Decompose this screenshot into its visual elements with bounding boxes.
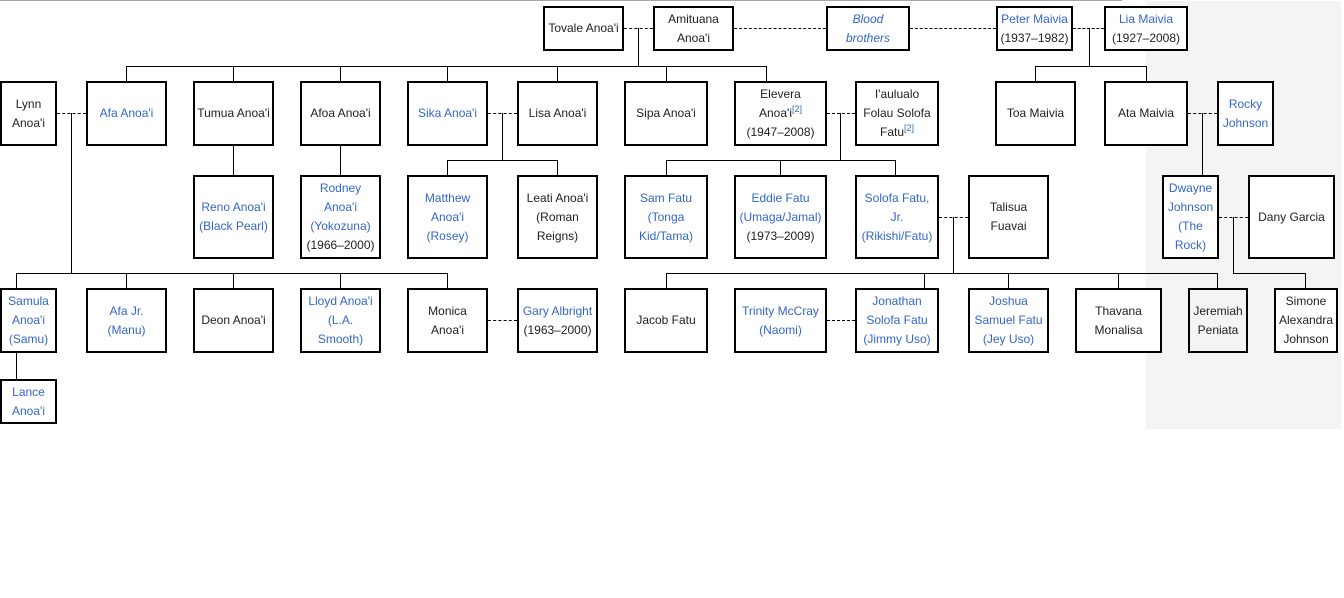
connector bbox=[638, 28, 639, 67]
connector bbox=[1035, 66, 1147, 67]
connector bbox=[488, 320, 517, 321]
connector bbox=[233, 273, 234, 288]
connector bbox=[1233, 273, 1306, 274]
citation-2[interactable]: [2] bbox=[904, 123, 915, 133]
person-sam-fatu[interactable]: Sam Fatu (Tonga Kid/Tama) bbox=[624, 175, 708, 259]
person-peter-maivia[interactable]: Peter Maivia(1937–1982) bbox=[996, 6, 1073, 51]
connector bbox=[447, 66, 448, 81]
person-thavana: Thavana Monalisa bbox=[1075, 288, 1162, 353]
person-lynn: Lynn Anoa'i bbox=[0, 81, 57, 146]
person-jonathan[interactable]: Jonathan Solofa Fatu (Jimmy Uso) bbox=[855, 288, 939, 353]
person-lance[interactable]: Lance Anoa'i bbox=[0, 379, 57, 424]
person-afoa: Afoa Anoa'i bbox=[300, 81, 381, 146]
connector bbox=[666, 160, 667, 175]
connector bbox=[16, 273, 17, 288]
person-joshua[interactable]: Joshua Samuel Fatu (Jey Uso) bbox=[968, 288, 1049, 353]
person-tovale: Tovale Anoa'i bbox=[543, 6, 624, 51]
connector bbox=[1217, 273, 1218, 288]
person-sika[interactable]: Sika Anoa'i bbox=[407, 81, 488, 146]
connector bbox=[447, 160, 448, 175]
connector bbox=[502, 113, 503, 160]
connector bbox=[1035, 66, 1036, 81]
connector bbox=[126, 66, 767, 67]
citation-2[interactable]: [2] bbox=[791, 104, 802, 114]
connector bbox=[71, 113, 72, 273]
connector bbox=[1233, 217, 1234, 273]
person-iaulualo: I'aulualo Folau Solofa Fatu[2] bbox=[855, 81, 939, 146]
connector bbox=[1202, 113, 1203, 175]
connector bbox=[666, 160, 896, 161]
connector bbox=[827, 320, 855, 321]
connector bbox=[340, 146, 341, 175]
connector bbox=[340, 273, 341, 288]
connector bbox=[1146, 66, 1147, 81]
person-talisua: Talisua Fuavai bbox=[968, 175, 1049, 259]
connector bbox=[126, 273, 127, 288]
connector bbox=[1305, 273, 1306, 288]
person-matthew[interactable]: Matthew Anoa'i (Rosey) bbox=[407, 175, 488, 259]
person-lia-maivia[interactable]: Lia Maivia(1927–2008) bbox=[1104, 6, 1188, 51]
person-trinity[interactable]: Trinity McCray (Naomi) bbox=[734, 288, 827, 353]
connector bbox=[766, 66, 767, 81]
person-dany-garcia: Dany Garcia bbox=[1248, 175, 1335, 259]
person-rocky-johnson[interactable]: Rocky Johnson bbox=[1217, 81, 1274, 146]
person-deon: Deon Anoa'i bbox=[193, 288, 274, 353]
person-reno[interactable]: Reno Anoa'i (Black Pearl) bbox=[193, 175, 274, 259]
person-lloyd[interactable]: Lloyd Anoa'i (L.A. Smooth) bbox=[300, 288, 381, 353]
connector bbox=[447, 273, 448, 288]
person-eddie-fatu[interactable]: Eddie Fatu (Umaga/Jamal)(1973–2009) bbox=[734, 175, 827, 259]
connector bbox=[734, 28, 826, 29]
connector bbox=[780, 160, 781, 175]
person-sipa: Sipa Anoa'i bbox=[624, 81, 708, 146]
connector bbox=[233, 146, 234, 175]
connector bbox=[16, 353, 17, 379]
top-divider bbox=[0, 0, 1122, 1]
connector bbox=[910, 28, 996, 29]
connector bbox=[840, 113, 841, 160]
person-ata-maivia: Ata Maivia bbox=[1104, 81, 1188, 146]
connector bbox=[447, 160, 558, 161]
person-simone: Simone Alexandra Johnson bbox=[1274, 288, 1338, 353]
person-afa[interactable]: Afa Anoa'i bbox=[86, 81, 167, 146]
person-leati[interactable]: Leati Anoa'i(Roman Reigns) bbox=[517, 175, 598, 259]
person-tumua: Tumua Anoa'i bbox=[193, 81, 274, 146]
person-lisa: Lisa Anoa'i bbox=[517, 81, 598, 146]
connector bbox=[16, 273, 448, 274]
person-gary-albright[interactable]: Gary Albright(1963–2000) bbox=[517, 288, 598, 353]
connector bbox=[340, 66, 341, 81]
person-jeremiah: Jeremiah Peniata bbox=[1188, 288, 1248, 353]
connector bbox=[1089, 28, 1090, 67]
person-monica: Monica Anoa'i bbox=[407, 288, 488, 353]
person-samula[interactable]: Samula Anoa'i (Samu) bbox=[0, 288, 57, 353]
person-amituana: Amituana Anoa'i bbox=[653, 6, 734, 51]
person-solofa-fatu-jr[interactable]: Solofa Fatu, Jr. (Rikishi/Fatu) bbox=[855, 175, 939, 259]
blood-brothers-link[interactable]: Blood brothers bbox=[826, 6, 910, 51]
connector bbox=[126, 66, 127, 81]
connector bbox=[557, 160, 558, 175]
connector bbox=[953, 217, 954, 273]
connector bbox=[666, 273, 667, 288]
connector bbox=[895, 160, 896, 175]
connector bbox=[666, 273, 1218, 274]
person-rodney[interactable]: Rodney Anoa'i (Yokozuna)(1966–2000) bbox=[300, 175, 381, 259]
person-jacob-fatu: Jacob Fatu bbox=[624, 288, 708, 353]
connector bbox=[233, 66, 234, 81]
connector bbox=[1008, 273, 1009, 288]
connector bbox=[827, 113, 855, 114]
connector bbox=[1118, 273, 1119, 288]
person-elevera: Elevera Anoa'i[2](1947–2008) bbox=[734, 81, 827, 146]
connector bbox=[924, 273, 925, 288]
person-dwayne-johnson[interactable]: Dwayne Johnson (The Rock) bbox=[1162, 175, 1219, 259]
connector bbox=[1073, 28, 1104, 29]
connector bbox=[666, 66, 667, 81]
connector bbox=[557, 66, 558, 81]
person-toa-maivia: Toa Maivia bbox=[995, 81, 1076, 146]
person-afa-jr[interactable]: Afa Jr. (Manu) bbox=[86, 288, 167, 353]
